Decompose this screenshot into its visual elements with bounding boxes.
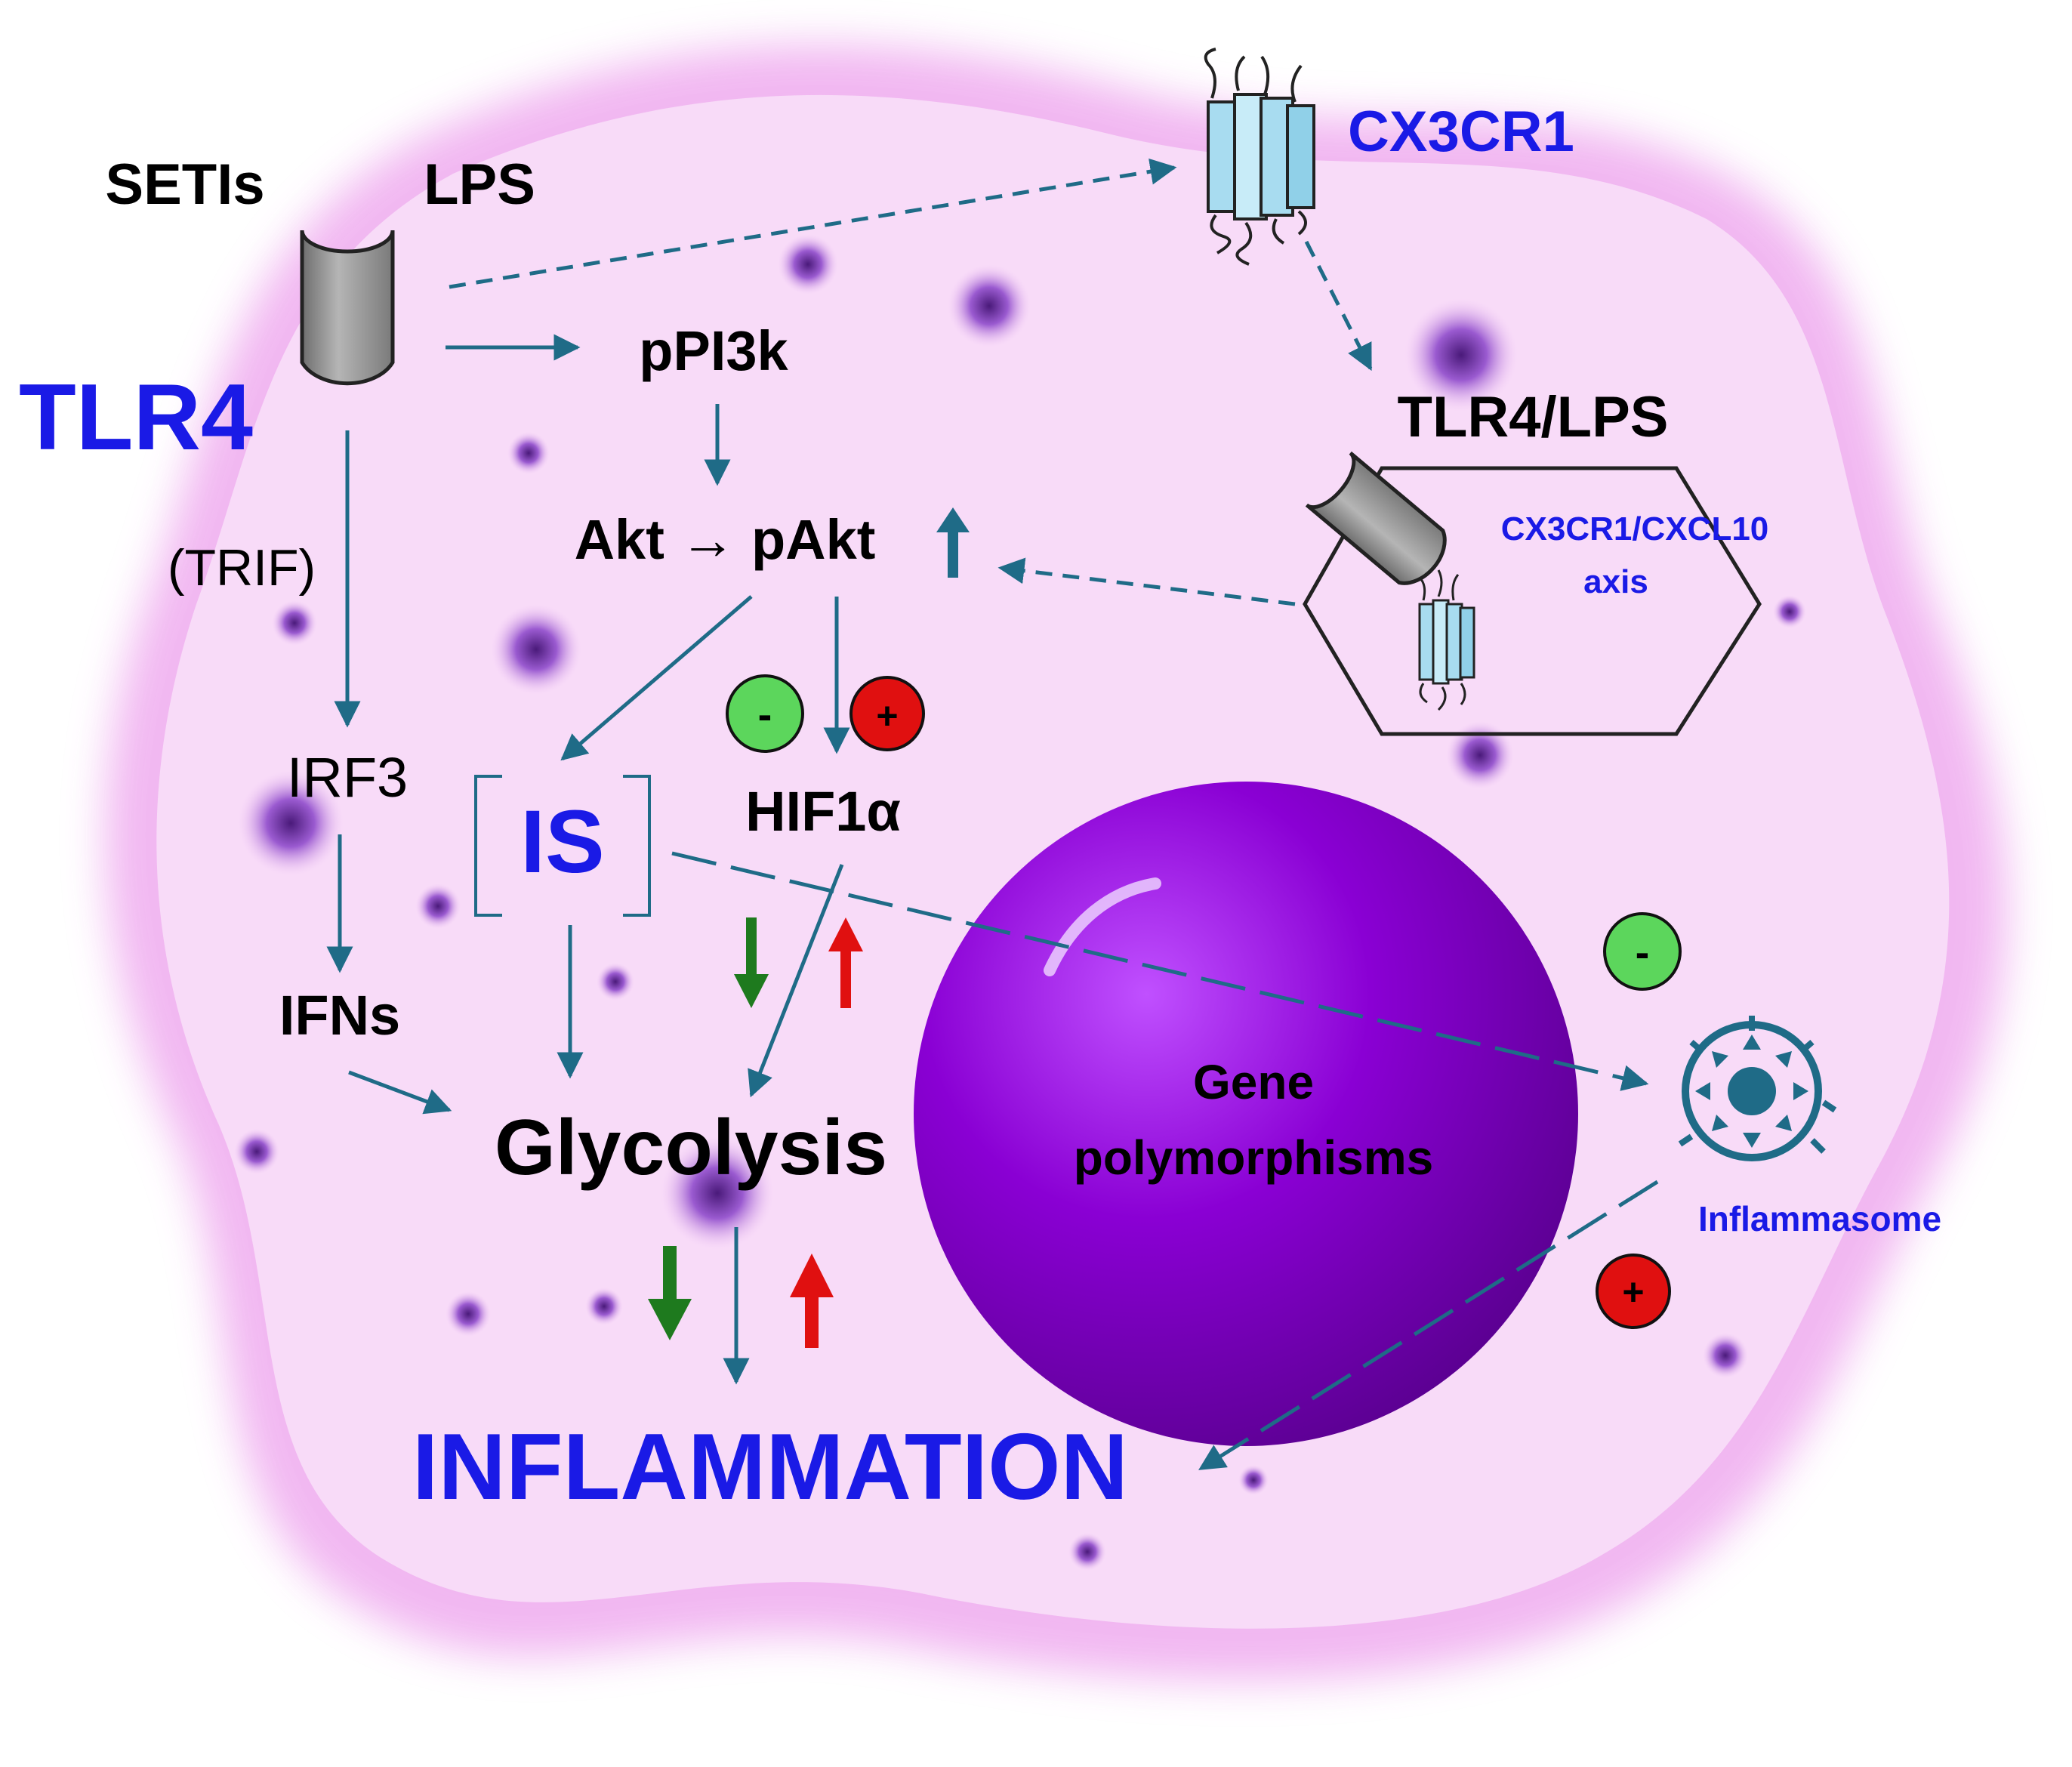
- green-down-arrow-hif1a: [734, 917, 769, 1008]
- dashed-arrow-is-to-inflammasome: [671, 851, 1649, 1091]
- dashed-arrow-axis-to-pakt: [997, 557, 1296, 606]
- arrow-ifns-to-glycolysis: [348, 1070, 452, 1115]
- pakt-up-arrow: [936, 507, 970, 578]
- cx3cr1-small-channel-icon: [1418, 569, 1475, 711]
- minus-badge-text: -: [1636, 928, 1650, 976]
- plus-badge-text: +: [1622, 1271, 1644, 1313]
- cx3cr1-label: CX3CR1: [1348, 100, 1574, 164]
- red-up-arrow-hif1a: [828, 917, 863, 1008]
- tlr4-receptor-small-icon: [1305, 451, 1447, 585]
- nucleus: Gene polymorphisms: [914, 782, 1578, 1446]
- inflammasome-label: Inflammasome: [1698, 1199, 1941, 1238]
- dashed-arrow-inflammasome-to-inflammation: [1198, 1180, 1659, 1471]
- dashed-arrows: [449, 158, 1659, 1471]
- hif1a-label: HIF1α: [745, 780, 901, 843]
- dashed-arrow-cx3cr1-to-tlr4lps: [1304, 240, 1373, 372]
- arrow-pakt-to-is: [560, 595, 753, 761]
- trif-label: (TRIF): [168, 539, 316, 597]
- irf3-label: IRF3: [287, 746, 408, 809]
- solid-arrows: [326, 334, 850, 1385]
- glycolysis-regulation-arrows: [648, 1246, 834, 1348]
- tlr4-lps-label: TLR4/LPS: [1398, 385, 1669, 449]
- minus-badge-inflammasome: -: [1603, 912, 1682, 991]
- dashed-arrow-tlr4-to-cx3cr1: [449, 158, 1177, 289]
- hif1a-regulation-arrows: [734, 917, 863, 1008]
- is-bracket-box: IS: [474, 775, 651, 917]
- cx3cr1-receptor-icon: [1204, 48, 1315, 266]
- ppi3k-label: pPI3k: [639, 319, 788, 382]
- akt-label: Akt → pAkt: [575, 508, 876, 571]
- cx3cr1-cxcl10-axis-hexagon: CX3CR1/CXCL10 axis: [1303, 451, 1769, 736]
- gene-label-line2: polymorphisms: [1074, 1130, 1434, 1185]
- ifns-label: IFNs: [279, 984, 400, 1047]
- minus-badge-hif1a: -: [726, 674, 804, 753]
- axis-label-line2: axis: [1583, 563, 1648, 600]
- minus-badge-text: -: [758, 690, 772, 738]
- tlr4-receptor-icon: [300, 230, 395, 386]
- arrow-hif1a-to-glycolysis: [748, 864, 844, 1098]
- plus-badge-inflammasome: +: [1596, 1254, 1671, 1329]
- green-down-arrow-glycolysis: [648, 1246, 692, 1340]
- tlr4-label: TLR4: [19, 365, 253, 470]
- cytoplasm-granules: [234, 234, 1806, 1571]
- plus-badge-text: +: [876, 695, 898, 737]
- red-up-arrow-glycolysis: [790, 1254, 834, 1348]
- is-label: IS: [520, 792, 605, 892]
- setis-label: SETIs: [105, 153, 264, 217]
- inflammation-label: INFLAMMATION: [412, 1415, 1128, 1519]
- inflammasome-icon: [1678, 1016, 1837, 1161]
- gene-label-line1: Gene: [1193, 1055, 1314, 1109]
- lps-label: LPS: [424, 153, 535, 217]
- glycolysis-label: Glycolysis: [495, 1104, 887, 1192]
- plus-badge-hif1a: +: [849, 676, 925, 751]
- axis-label-line1: CX3CR1/CXCL10: [1501, 510, 1769, 547]
